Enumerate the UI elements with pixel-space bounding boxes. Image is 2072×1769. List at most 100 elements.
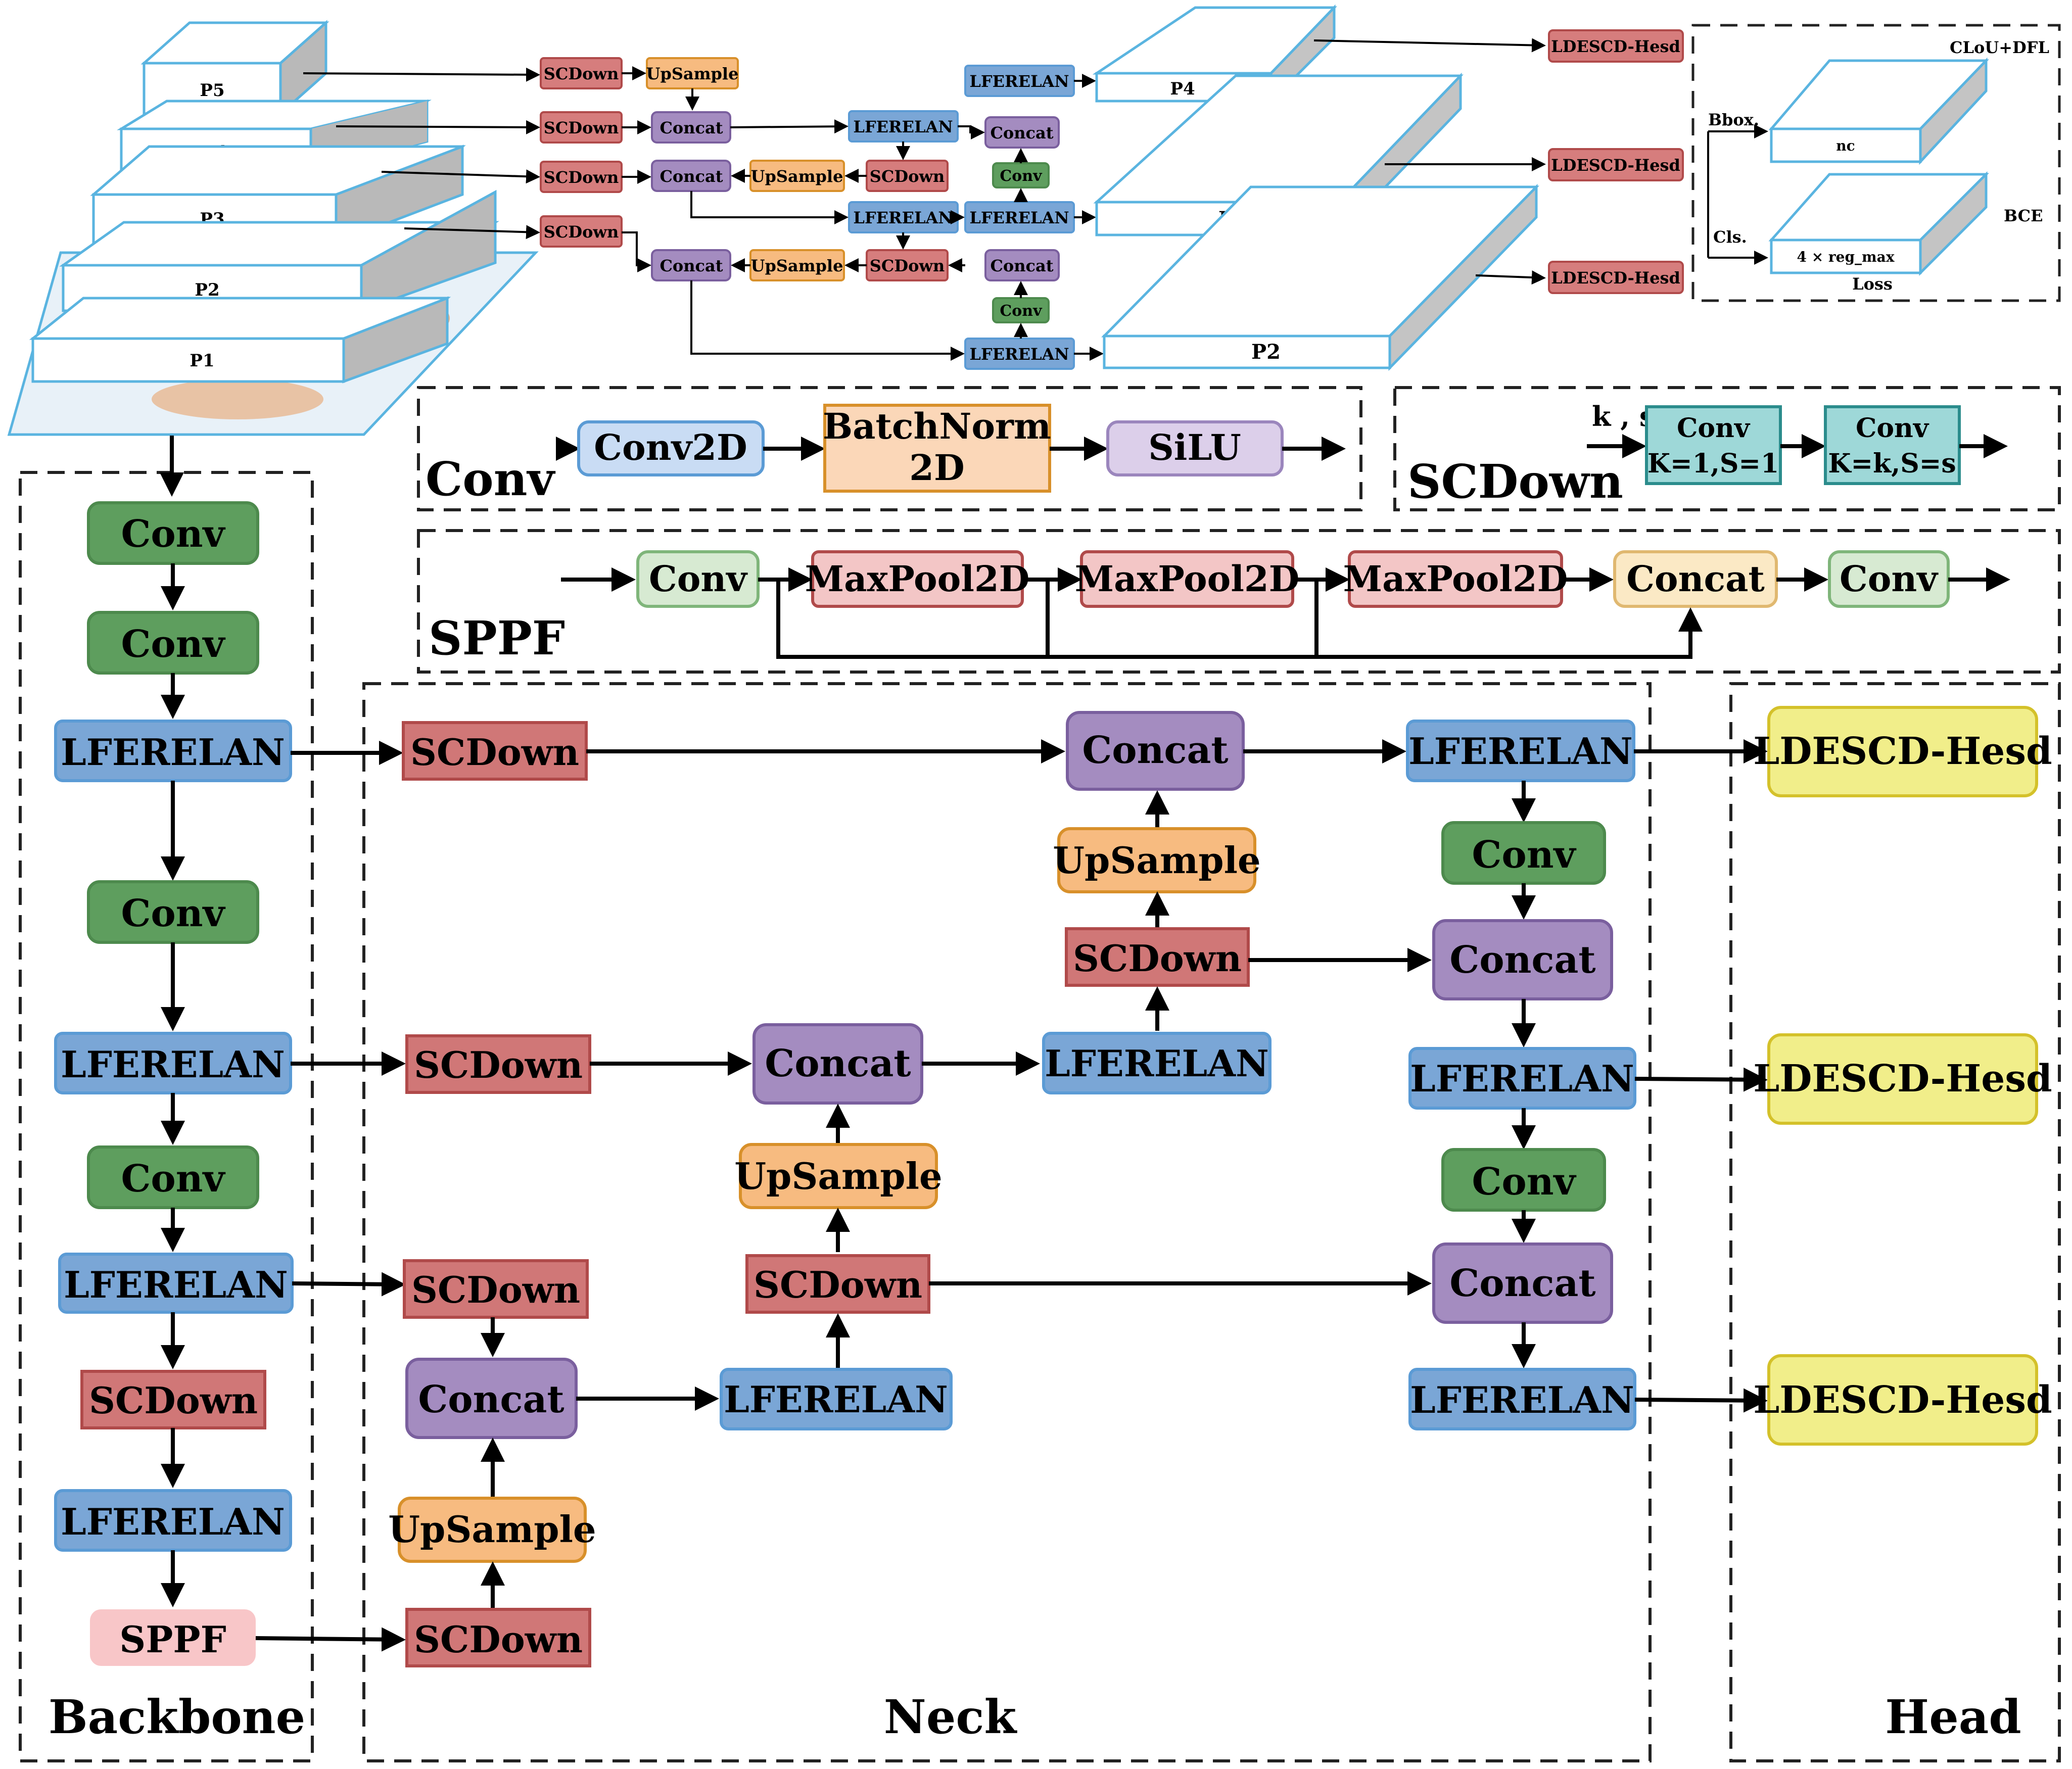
backbone-title: Backbone (49, 1690, 305, 1744)
neck-upsample-b: UpSample (734, 1143, 943, 1209)
backbone-lferelan-1: LFERELAN (54, 720, 292, 782)
loss-top-label: CLoU+DFL (1950, 38, 2049, 57)
svg-text:Conv: Conv (1840, 558, 1939, 600)
svg-text:Conv: Conv (121, 512, 225, 556)
svg-text:Conv: Conv (121, 892, 225, 935)
svg-text:SPPF: SPPF (119, 1618, 226, 1661)
backbone-scdown: SCDown (80, 1370, 266, 1429)
svg-text:Conv: Conv (1472, 833, 1576, 877)
ov-lferelan-4: LFERELAN (964, 201, 1075, 233)
pyramid-p3: P3 (90, 145, 466, 245)
ov-upsample-3: UpSample (749, 249, 845, 281)
loss-cube-reg: 4 × reg_max (1768, 171, 1990, 276)
sppf-maxpool-2: MaxPool2D (1075, 550, 1300, 608)
svg-text:Conv: Conv (1472, 1160, 1576, 1204)
svg-text:Conv: Conv (121, 623, 225, 666)
neck-scdown-a: SCDown (402, 721, 588, 781)
svg-text:MaxPool2D: MaxPool2D (805, 558, 1030, 600)
svg-text:Concat: Concat (1449, 1262, 1595, 1305)
ov-lferelan-1: LFERELAN (848, 110, 959, 142)
ov-upsample-2: UpSample (749, 160, 845, 192)
svg-text:P4: P4 (1170, 79, 1195, 99)
head-title: Head (1885, 1690, 2021, 1744)
head-block-2: LDESCD-Hesd (1753, 1033, 2052, 1125)
svg-text:LFERELAN: LFERELAN (724, 1378, 948, 1421)
svg-text:LFERELAN: LFERELAN (969, 208, 1069, 227)
svg-text:SCDown: SCDown (1073, 937, 1242, 980)
svg-text:LFERELAN: LFERELAN (64, 1263, 288, 1306)
cls-label: Cls. (1713, 227, 1747, 247)
scdown-conv2-block: Conv K=k,S=s (1824, 405, 1961, 485)
ov-conv-1: Conv (992, 162, 1050, 188)
svg-text:MaxPool2D: MaxPool2D (1075, 558, 1300, 600)
ov-lferelan-2: LFERELAN (848, 201, 959, 233)
neck-concat-a: Concat (405, 1358, 578, 1439)
pyramid-label: P1 (190, 351, 214, 371)
svg-text:LFERELAN: LFERELAN (969, 72, 1069, 91)
backbone-conv-3: Conv (87, 880, 259, 944)
ov-concat-1: Concat (651, 111, 731, 144)
neck-concat-c: Concat (1066, 711, 1245, 791)
neck-concat-d: Concat (1432, 919, 1613, 1000)
svg-text:Conv: Conv (121, 1157, 225, 1201)
ov-head-1: LDESCD-Hesd (1548, 29, 1684, 63)
svg-text:Concat: Concat (660, 167, 723, 186)
backbone-lferelan-3: LFERELAN (58, 1253, 294, 1314)
svg-text:Concat: Concat (990, 256, 1053, 275)
neck-lferelan-b: LFERELAN (1042, 1032, 1272, 1094)
svg-text:BatchNorm: BatchNorm (823, 405, 1051, 447)
svg-text:LFERELAN: LFERELAN (61, 1500, 285, 1543)
svg-text:Conv: Conv (1000, 302, 1043, 320)
svg-text:LDESCD-Hesd: LDESCD-Hesd (1551, 268, 1680, 288)
neck-upsample-c: UpSample (1053, 827, 1261, 893)
sppf-maxpool-3: MaxPool2D (1343, 550, 1568, 608)
ov-scdown-1: SCDown (540, 57, 623, 89)
svg-text:SCDown: SCDown (89, 1379, 258, 1422)
svg-text:MaxPool2D: MaxPool2D (1343, 558, 1568, 600)
svg-text:SCDown: SCDown (414, 1618, 583, 1661)
svg-text:LFERELAN: LFERELAN (1045, 1042, 1269, 1085)
neck-lferelan-a: LFERELAN (720, 1368, 953, 1430)
svg-text:SCDown: SCDown (410, 731, 579, 774)
pyramid-p1: P1 (29, 296, 451, 384)
overview-section: P5 P4 P3 P2 P1 (7, 4, 2061, 436)
batchnorm-block: BatchNorm 2D (823, 404, 1051, 493)
svg-text:LDESCD-Hesd: LDESCD-Hesd (1753, 1378, 2052, 1422)
ov-conv-2: Conv (992, 297, 1050, 323)
sppf-module-panel: SPPF Conv MaxPool2D MaxPool2D MaxPool2D … (417, 529, 2061, 674)
svg-text:Conv: Conv (1856, 413, 1929, 444)
ov-concat-4: Concat (984, 116, 1060, 149)
sppf-conv-out: Conv (1828, 550, 1950, 608)
svg-text:nc: nc (1836, 137, 1855, 154)
neck-scdown-c: SCDown (403, 1259, 589, 1319)
svg-text:SCDown: SCDown (754, 1263, 922, 1306)
backbone-sppf: SPPF (90, 1609, 256, 1666)
svg-text:LFERELAN: LFERELAN (853, 117, 953, 136)
neck-scdown-d: SCDown (405, 1608, 591, 1667)
svg-text:LDESCD-Hesd: LDESCD-Hesd (1753, 1057, 2052, 1101)
svg-text:SCDown: SCDown (870, 256, 945, 275)
ov-scdown-4: SCDown (540, 215, 623, 248)
ov-head-3: LDESCD-Hesd (1548, 261, 1684, 294)
svg-text:UpSample: UpSample (646, 64, 739, 83)
sppf-maxpool-1: MaxPool2D (805, 550, 1030, 608)
neck-scdown-f: SCDown (1065, 927, 1250, 987)
svg-text:2D: 2D (909, 447, 964, 489)
head-block-1: LDESCD-Hesd (1753, 706, 2052, 797)
ov-head-2: LDESCD-Hesd (1548, 148, 1684, 181)
output-p2: P2 (1101, 183, 1539, 371)
ov-concat-3: Concat (651, 249, 731, 281)
svg-text:Conv: Conv (1000, 167, 1043, 185)
sppf-module-title: SPPF (429, 611, 565, 665)
sppf-conv-in: Conv (636, 550, 760, 608)
svg-text:Concat: Concat (660, 256, 723, 275)
backbone-lferelan-2: LFERELAN (54, 1032, 292, 1094)
svg-text:LFERELAN: LFERELAN (1410, 1378, 1634, 1421)
svg-text:LFERELAN: LFERELAN (1410, 1057, 1634, 1100)
svg-text:SiLU: SiLU (1148, 426, 1241, 468)
bbox-label: Bbox. (1708, 110, 1759, 129)
svg-text:P2: P2 (1251, 340, 1281, 364)
svg-text:UpSample: UpSample (751, 256, 843, 275)
ov-lferelan-3: LFERELAN (964, 65, 1075, 97)
